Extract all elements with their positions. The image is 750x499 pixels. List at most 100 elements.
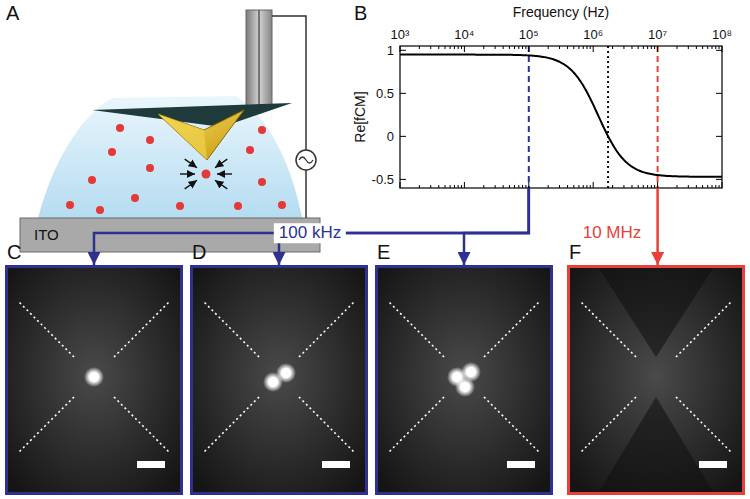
tick-label-holder: 0.5 [376, 84, 394, 102]
cantilever [92, 103, 292, 127]
electrode-edge [204, 397, 259, 452]
plot-frame [400, 46, 722, 188]
micrograph-panel: E [375, 265, 553, 495]
tick-label-holder: 10⁸ [712, 25, 732, 43]
micrograph-ground [190, 265, 368, 495]
micrograph-ground [5, 265, 183, 495]
axis-title-holder: Re[fCM] [351, 91, 369, 142]
panel-letter: B [354, 2, 367, 25]
setup-illustration [20, 10, 320, 252]
particle [146, 164, 154, 172]
particle [146, 136, 154, 144]
force-arrow [217, 173, 232, 174]
electrode-edge [389, 302, 444, 357]
micrograph-ground [375, 265, 553, 495]
tip-face [158, 114, 207, 160]
crossover-marker [607, 46, 609, 188]
major-tick [464, 182, 465, 188]
micrograph [5, 265, 183, 495]
major-tick [528, 182, 529, 188]
tick-label-holder: 0 [387, 127, 394, 145]
electrode-shadow [597, 397, 715, 495]
major-tick [593, 182, 594, 188]
major-tick [593, 46, 594, 52]
micrograph [375, 265, 553, 495]
micrograph [190, 265, 368, 495]
major-tick [400, 93, 406, 94]
pyramidal-tip [158, 110, 244, 160]
particle [234, 202, 242, 210]
panel-letter: F [569, 241, 581, 264]
tick-label: 10⁷ [648, 28, 667, 43]
electrode-edge [581, 397, 636, 452]
electrode-edge [19, 397, 74, 452]
particle [108, 148, 116, 156]
particle [88, 176, 96, 184]
edge-label-holder: 100 kHz [274, 223, 346, 243]
force-arrow [215, 180, 227, 189]
tick-label: 10³ [391, 28, 410, 43]
tick-label: 10⁵ [519, 28, 539, 43]
panel-letter: A [6, 2, 19, 25]
electrode-shadow [597, 265, 715, 357]
micrograph [567, 265, 745, 495]
trapped-particle [455, 377, 475, 397]
force-arrow [215, 159, 227, 168]
major-tick [528, 46, 529, 52]
force-arrow [185, 180, 197, 189]
tick-label: 0.5 [376, 87, 394, 102]
scale-bar [322, 461, 350, 468]
electrode-edge [299, 397, 354, 452]
particle [278, 201, 286, 209]
panel-letter: D [192, 241, 206, 264]
major-tick [716, 179, 722, 180]
particle [176, 202, 184, 210]
liquid-drop [38, 96, 302, 218]
electrode-edge [676, 302, 731, 357]
tick-label: 0 [387, 130, 394, 145]
micrograph-panel: D [190, 265, 368, 495]
force-arrows [180, 159, 232, 189]
tick-label: -0.5 [372, 173, 394, 188]
axis-ticks [400, 46, 722, 188]
electrode-edge [676, 397, 731, 452]
frequency-marker [657, 46, 659, 188]
electrode-edge [484, 397, 539, 452]
tick-label: 10⁶ [583, 28, 603, 43]
axis-title: Re[fCM] [352, 91, 368, 142]
electrode-edge [114, 302, 169, 357]
major-tick [716, 93, 722, 94]
electrode-edge [389, 397, 444, 452]
electrode-edge [204, 302, 259, 357]
frequency-marker [528, 46, 530, 188]
tick-label-holder: -0.5 [372, 170, 394, 188]
micrograph-ground [567, 265, 745, 495]
panel-letter: E [377, 241, 390, 264]
connector-arrow [656, 188, 659, 265]
electrode-edge [581, 302, 636, 357]
wire [305, 170, 307, 218]
particle [246, 146, 254, 154]
major-tick [716, 136, 722, 137]
connector-arrow [94, 188, 529, 265]
electrode-edge [19, 302, 74, 357]
tick-label: 1 [387, 44, 394, 59]
force-arrow [180, 173, 195, 174]
connector-arrow [464, 188, 529, 265]
tick-label: 10⁸ [712, 28, 732, 43]
trapped-particle [84, 367, 104, 387]
particle [131, 194, 139, 202]
major-tick [464, 46, 465, 52]
wire [272, 16, 306, 150]
major-tick [400, 136, 406, 137]
electrode-outline [581, 302, 731, 452]
scale-bar [699, 461, 727, 468]
trapped-particle [276, 363, 296, 383]
illustration-panel: A [0, 0, 340, 258]
cm-factor-chart [400, 46, 722, 188]
frequency-label: 10 MHz [578, 223, 647, 243]
particle [258, 126, 266, 134]
major-tick [657, 46, 658, 52]
axis-title-holder: Frequency (Hz) [513, 3, 609, 21]
